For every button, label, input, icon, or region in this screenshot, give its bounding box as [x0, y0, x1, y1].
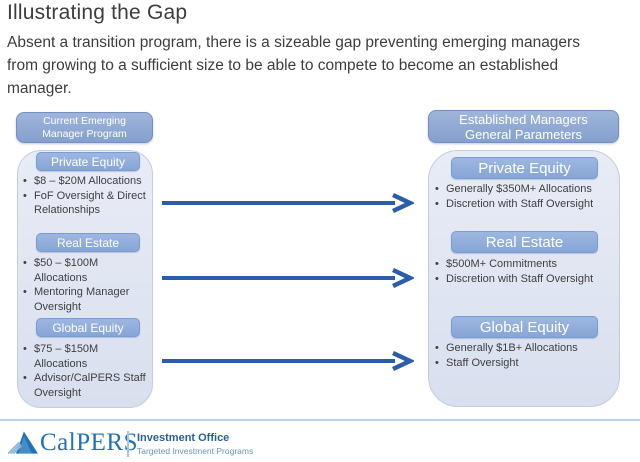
calpers-wordmark: CalPERS: [40, 429, 138, 456]
section-header-private-equity-left: Private Equity: [36, 152, 140, 171]
footer-program-name: Targeted Investment Programs: [137, 446, 254, 456]
subtitle-line: from growing to a sufficient size to be …: [7, 57, 559, 74]
right-arrow-icon: [162, 192, 414, 214]
slide-subtitle: Absent a transition program, there is a …: [7, 31, 632, 100]
bullet-list: $75 – $150M Allocations Advisor/CalPERS …: [22, 342, 149, 400]
section-header-global-equity-right: Global Equity: [451, 316, 598, 338]
right-arrow-icon: [162, 267, 414, 289]
bullet-list: $8 – $20M Allocations FoF Oversight & Di…: [22, 174, 149, 218]
bullet-item: $8 – $20M Allocations: [22, 174, 149, 189]
section-header-global-equity-left: Global Equity: [36, 318, 140, 337]
bullet-item: FoF Oversight & Direct Relationships: [22, 189, 149, 218]
bullet-list: Generally $350M+ Allocations Discretion …: [434, 182, 616, 212]
footer-office-name: Investment Office: [137, 432, 230, 444]
section-header-real-estate-left: Real Estate: [36, 233, 140, 252]
section-header-real-estate-right: Real Estate: [451, 231, 598, 253]
bullet-item: $500M+ Commitments: [434, 257, 616, 272]
bullet-item: Staff Oversight: [434, 356, 616, 371]
bullet-item: Advisor/CalPERS Staff Oversight: [22, 371, 149, 400]
bullet-list: $50 – $100M Allocations Mentoring Manage…: [22, 256, 149, 314]
bullet-list: $500M+ Commitments Discretion with Staff…: [434, 257, 616, 287]
footer-divider-line: [0, 419, 640, 421]
bullet-item: Generally $1B+ Allocations: [434, 341, 616, 356]
page-title: Illustrating the Gap: [7, 1, 188, 24]
left-panel-header: Current Emerging Manager Program: [16, 112, 153, 143]
bullet-item: Mentoring Manager Oversight: [22, 285, 149, 314]
bullet-list: Generally $1B+ Allocations Staff Oversig…: [434, 341, 616, 371]
subtitle-line: manager.: [7, 80, 72, 97]
footer-vertical-divider: [127, 431, 129, 457]
bullet-item: Discretion with Staff Oversight: [434, 197, 616, 212]
subtitle-line: Absent a transition program, there is a …: [7, 34, 580, 51]
calpers-logo-icon: [8, 431, 38, 455]
bullet-item: $50 – $100M Allocations: [22, 256, 149, 285]
right-arrow-icon: [162, 350, 414, 372]
bullet-item: $75 – $150M Allocations: [22, 342, 149, 371]
bullet-item: Generally $350M+ Allocations: [434, 182, 616, 197]
right-panel-header: Established Managers General Parameters: [428, 110, 619, 143]
section-header-private-equity-right: Private Equity: [451, 157, 598, 179]
bullet-item: Discretion with Staff Oversight: [434, 272, 616, 287]
